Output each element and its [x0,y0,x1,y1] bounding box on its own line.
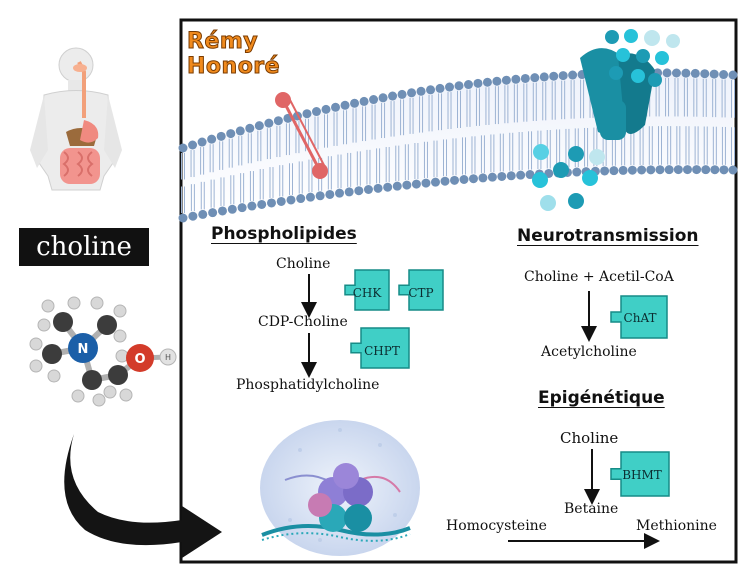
author-last-name: Honoré [186,54,281,80]
enzyme-box-ctp [398,269,444,311]
epi-substrate: Choline [560,429,619,447]
neuro-product: Acetylcholine [541,344,637,360]
enzyme-label-chpt: CHPT [364,344,400,358]
oxygen-label: O [134,352,145,367]
enzyme-box-chk [344,269,390,311]
heading-neurotransmission: Neurotransmission [517,226,699,246]
membrane-protein [275,92,328,179]
enzyme-label-chk: CHK [352,286,382,300]
epi-homocysteine: Homocysteine [446,518,547,534]
human-body-icon [30,47,122,191]
entry-arrow [64,434,222,558]
hydrogen-label: H [165,353,171,362]
step-choline: Choline [276,256,331,272]
author-first-name: Rémy [186,29,259,55]
epi-product: Betaine [564,501,619,517]
step-phosphatidylcholine: Phosphatidylcholine [236,377,380,393]
enzyme-box-chat [610,295,668,339]
choline-molecules-outside [605,29,680,87]
enzyme-box-chpt [350,327,410,369]
heading-phospholipids: Phospholipides [211,224,357,244]
enzyme-label-ctp: CTP [408,286,434,300]
nucleus [260,420,420,556]
step-cdp-choline: CDP-Choline [258,314,348,330]
enzyme-label-bhmt: BHMT [622,468,662,482]
molecule-label: choline [19,228,149,266]
enzyme-box-bhmt [610,451,670,497]
epi-methionine: Methionine [636,518,717,534]
enzyme-label-chat: ChAT [623,311,657,325]
heading-epigenetics: Epigénétique [538,388,665,408]
nitrogen-label: N [78,342,89,357]
neuro-substrate: Choline + Acetil-CoA [524,269,674,285]
choline-molecule-model: N O H [29,296,177,407]
choline-molecules-inside [532,144,605,211]
